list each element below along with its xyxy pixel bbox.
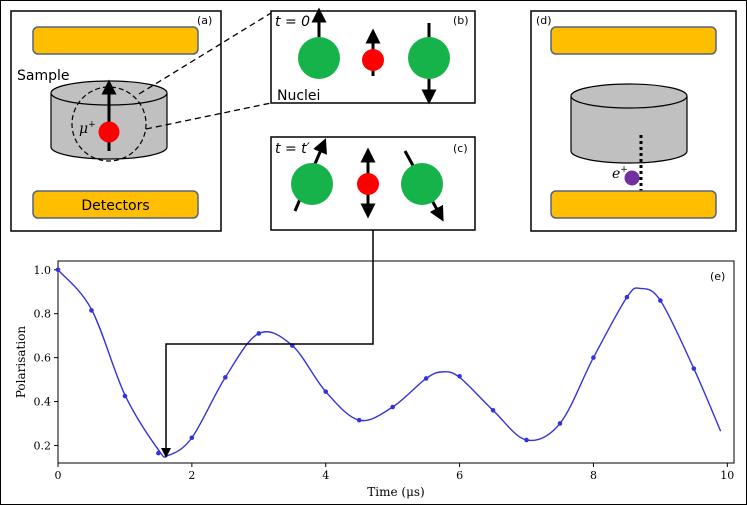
data-point [524, 437, 529, 443]
x-tick-label: 8 [590, 469, 597, 482]
data-point [356, 417, 362, 423]
y-tick-label: 0.2 [34, 439, 52, 452]
panel-b: (b) t = 0 Nuclei [270, 7, 476, 105]
panel-c-tag: (c) [453, 142, 468, 155]
x-tick-label: 2 [188, 469, 195, 482]
sample-cylinder-d [570, 83, 688, 164]
x-tick-label: 10 [720, 469, 734, 482]
data-point [557, 421, 563, 426]
data-point [189, 435, 195, 441]
y-tick-label: 0.4 [34, 396, 52, 409]
muon-particle [98, 121, 120, 143]
x-tick-label: 6 [456, 469, 463, 482]
top-detector-d [550, 26, 717, 55]
time-label-tprime: t = t′ [275, 141, 311, 157]
data-point [390, 404, 395, 410]
y-axis-label: Polarisation [14, 326, 28, 399]
nucleus-2 [408, 37, 450, 79]
y-tick-label: 1.0 [34, 264, 52, 277]
axis-ticks: 0 2 4 6 8 10 0.2 0.4 0.6 0.8 1.0 [34, 264, 735, 482]
zoom-circle [71, 86, 147, 162]
data-point [256, 331, 262, 336]
data-point [156, 450, 161, 456]
data-point [323, 389, 329, 394]
muon-particle-b [362, 49, 384, 71]
bottom-detector [32, 190, 199, 219]
time-label-t0: t = 0 [275, 14, 310, 30]
data-point [423, 376, 429, 381]
data-point [457, 373, 462, 379]
x-tick-label: 0 [55, 469, 62, 482]
data-point [55, 267, 61, 273]
panel-a-tag: (a) [197, 14, 212, 27]
panel-e-tag: (e) [710, 270, 725, 283]
nuclei-label: Nuclei [277, 88, 320, 104]
nucleus-3 [291, 163, 333, 205]
panel-e: (e) 0 2 4 6 8 10 0.2 0.4 0.6 0.8 1.0 Time (μs) Pol… [14, 260, 735, 499]
top-detector [32, 26, 199, 55]
x-tick-label: 4 [322, 469, 329, 482]
nucleus-1 [298, 37, 340, 79]
data-point [89, 308, 94, 313]
panel-d-tag: (d) [536, 14, 552, 27]
nucleus-4 [401, 163, 443, 205]
y-tick-label: 0.6 [34, 352, 52, 365]
plot-frame [57, 260, 735, 464]
data-point [223, 375, 228, 380]
bottom-detector-d [550, 190, 717, 219]
connector-arrow [165, 230, 374, 451]
zoom-line-lower [145, 102, 272, 130]
panel-c: (c) t = t′ [270, 136, 476, 231]
data-point [691, 366, 697, 371]
polarisation-curve [57, 269, 722, 458]
positron-label: e+ [612, 165, 628, 182]
detectors-label: Detectors [81, 198, 149, 214]
panel-a: (a) Sample μ+ Detectors [10, 10, 222, 232]
x-axis-label: Time (μs) [367, 485, 424, 499]
panel-b-tag: (b) [453, 14, 469, 27]
positron-particle [624, 170, 640, 186]
muon-label: μ+ [79, 120, 96, 137]
data-point [658, 298, 663, 303]
y-tick-label: 0.8 [34, 308, 52, 321]
data-point [591, 355, 596, 360]
connector-arrow-head [161, 448, 171, 458]
zoom-line-upper [138, 12, 272, 95]
sample-label: Sample [17, 68, 70, 84]
data-point [122, 393, 128, 399]
data-point [490, 408, 496, 413]
muon-particle-c [357, 173, 379, 195]
plot-series [55, 267, 722, 458]
data-point [624, 294, 630, 300]
panel-d: (d) e+ [530, 10, 737, 232]
